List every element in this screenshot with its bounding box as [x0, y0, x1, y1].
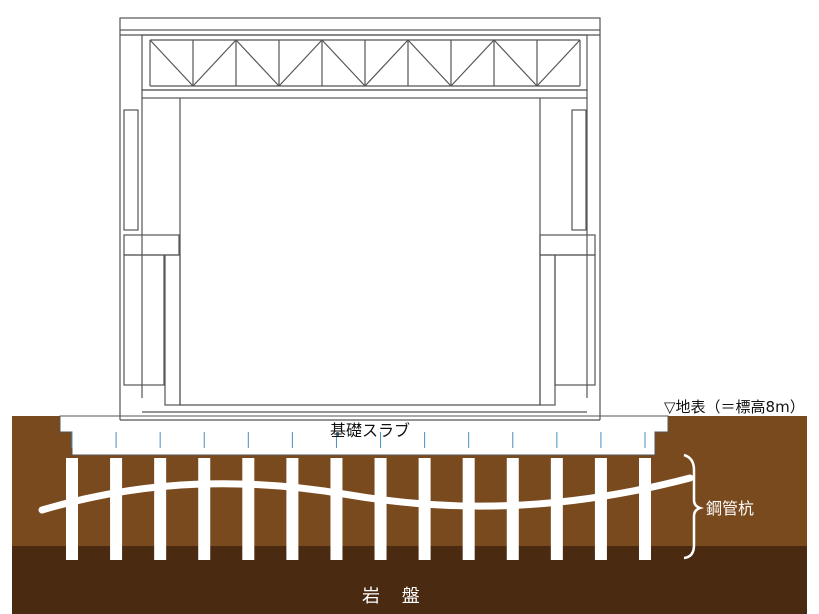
steel-pipe-pile	[110, 458, 123, 560]
steel-pipe-pile	[594, 458, 607, 560]
truss-member	[321, 39, 366, 87]
steel-pipe-piles-label: 鋼管杭	[706, 499, 755, 518]
pile-brace	[683, 453, 704, 560]
truss-member	[364, 39, 409, 87]
truss-member	[450, 39, 495, 87]
roof-truss	[149, 39, 581, 87]
truss-member	[278, 39, 323, 87]
truss-member	[192, 39, 237, 87]
ground-level-label: ▽地表（＝標高8m）	[664, 398, 805, 416]
steel-pipe-pile	[418, 458, 431, 560]
truss-member	[536, 39, 581, 87]
steel-pipe-pile	[286, 458, 299, 560]
steel-pipe-pile	[154, 458, 167, 560]
foundation-slab	[59, 415, 669, 456]
truss-member	[493, 39, 538, 87]
steel-pipe-pile	[550, 458, 563, 560]
steel-pipe-pile	[506, 458, 519, 560]
steel-pipe-pile	[330, 458, 343, 560]
bedrock-layer	[12, 546, 807, 614]
truss-member	[149, 39, 194, 87]
bedrock-label: 岩 盤	[362, 586, 428, 607]
steel-pipe-pile	[374, 458, 387, 560]
truss-member	[407, 39, 452, 87]
foundation-slab-label: 基礎スラブ	[330, 421, 411, 440]
steel-pipe-pile	[198, 458, 211, 560]
pile-wave-band	[38, 474, 694, 514]
steel-pipe-pile	[639, 458, 651, 560]
steel-pipe-pile	[242, 458, 255, 560]
building-section	[119, 17, 601, 421]
truss-member	[235, 39, 280, 87]
steel-pipe-pile	[66, 458, 78, 560]
